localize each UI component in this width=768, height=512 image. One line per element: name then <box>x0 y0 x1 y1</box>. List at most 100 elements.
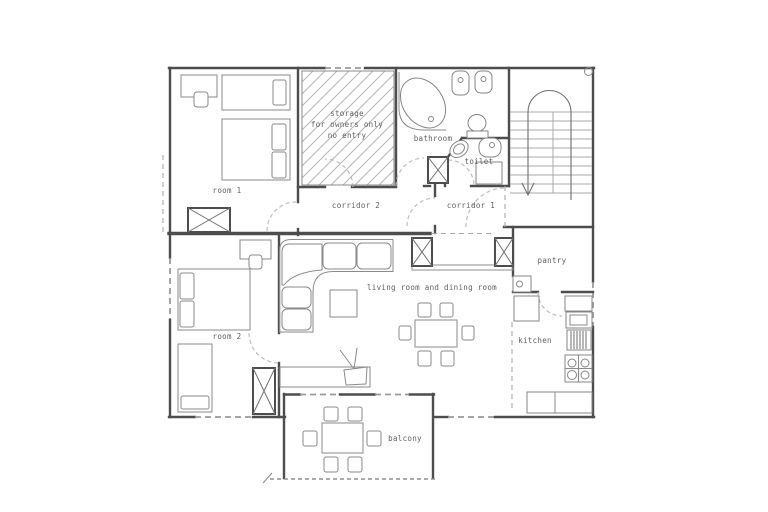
storage-label-2: for owners only <box>311 120 383 129</box>
storage-label-1: storage <box>330 109 364 118</box>
staircase <box>510 67 593 200</box>
pillow <box>271 123 287 151</box>
room-2: room 2 <box>177 239 276 415</box>
living-dining-room: living room and dining room <box>279 237 514 388</box>
column-symbol <box>494 237 514 267</box>
kitchen-sink <box>565 311 593 329</box>
toilet-door-arc <box>447 159 475 187</box>
room2-door-arc <box>248 332 280 364</box>
balcony-chair <box>323 406 339 422</box>
balcony-chair <box>366 430 382 447</box>
balcony-chair <box>347 456 363 473</box>
storage-hatched-floor <box>301 70 395 186</box>
pantry-label: pantry <box>538 256 567 265</box>
balcony-table <box>321 422 364 454</box>
kitchen: kitchen <box>513 295 593 414</box>
storage-label-3: no entry <box>328 131 367 140</box>
desk-chair <box>248 254 263 270</box>
room2-label: room 2 <box>213 332 242 341</box>
pillow <box>179 300 195 328</box>
toilet-bowl <box>467 114 487 132</box>
dining-chair <box>440 350 455 367</box>
stove <box>564 354 593 383</box>
tv-antenna <box>339 349 355 370</box>
fridge <box>513 295 540 322</box>
bathtub <box>399 77 447 129</box>
dishwasher <box>566 329 592 351</box>
dining-chair <box>417 302 432 318</box>
pantry-door-arc <box>537 291 563 317</box>
bathroom-door-arc <box>395 157 425 187</box>
sofa-cushion <box>281 308 312 331</box>
living-room-label: living room and dining room <box>367 283 497 292</box>
sink-drain <box>457 77 464 83</box>
corridor2-label: corridor 2 <box>332 201 380 210</box>
room1-label: room 1 <box>213 186 242 195</box>
tv-antenna <box>353 347 358 370</box>
dining-chair <box>417 350 432 367</box>
sofa-corner-cushion <box>281 243 323 286</box>
tv <box>343 366 368 386</box>
toilet-tank <box>466 130 489 139</box>
sofa-cushion <box>281 286 312 309</box>
burner <box>567 358 577 368</box>
counter-segment <box>564 295 593 312</box>
dining-table <box>414 319 458 348</box>
burner <box>567 370 577 380</box>
sink <box>478 137 502 158</box>
wardrobe-symbol <box>187 207 231 233</box>
sofa-cushion <box>322 242 357 270</box>
wardrobe-symbol <box>252 367 276 415</box>
storage-room: storage for owners only no entry <box>301 70 395 186</box>
pillow <box>271 151 287 179</box>
sink-drain <box>489 142 495 148</box>
bathtub-drain <box>428 116 434 122</box>
burner <box>580 358 590 368</box>
balcony-chair <box>323 456 339 473</box>
kitchen-label: kitchen <box>518 336 552 345</box>
entrance-door-arc <box>465 187 506 228</box>
coffee-table <box>329 289 358 318</box>
dining-chair <box>398 325 412 341</box>
tv-area <box>279 347 371 388</box>
washing-machine <box>475 161 503 185</box>
dining-chair <box>439 302 454 318</box>
bathroom-label: bathroom <box>414 134 453 143</box>
threshold-strip <box>411 264 514 271</box>
toilet-label: toilet <box>465 157 494 166</box>
corridor1-label: corridor 1 <box>447 201 495 210</box>
stair-arrowhead <box>521 182 535 197</box>
balcony-label: balcony <box>388 434 422 443</box>
boiler-dial <box>516 280 523 288</box>
railing-end-tick <box>262 472 273 484</box>
column-symbol <box>411 237 433 267</box>
lower-counter <box>526 391 593 414</box>
pantry: pantry <box>512 256 567 293</box>
bathroom: bathroom <box>398 70 493 184</box>
exterior-walls <box>162 66 596 419</box>
balcony: balcony <box>262 406 436 484</box>
burner <box>580 370 590 380</box>
corridor2-door-arc <box>406 197 436 227</box>
balcony-chair <box>347 406 363 422</box>
toilet-room: toilet <box>449 137 503 185</box>
dining-chair <box>461 325 475 341</box>
room1-door-arc <box>266 201 297 232</box>
bathtub-deck <box>398 72 446 131</box>
balcony-dining-set <box>302 406 382 473</box>
kitchen-sink-basin <box>569 314 588 326</box>
room-1: room 1 <box>180 74 291 233</box>
dining-set <box>398 302 475 367</box>
sink-drain <box>480 76 487 82</box>
pillow <box>179 272 195 300</box>
sofa-cushion <box>356 242 392 270</box>
handrail-post <box>584 67 593 76</box>
stair-direction-arrow <box>527 89 572 200</box>
pillow <box>180 395 210 410</box>
shaft-symbol <box>427 156 449 184</box>
corner-sofa <box>279 239 394 333</box>
desk-chair <box>193 91 209 108</box>
pillow <box>272 79 287 106</box>
